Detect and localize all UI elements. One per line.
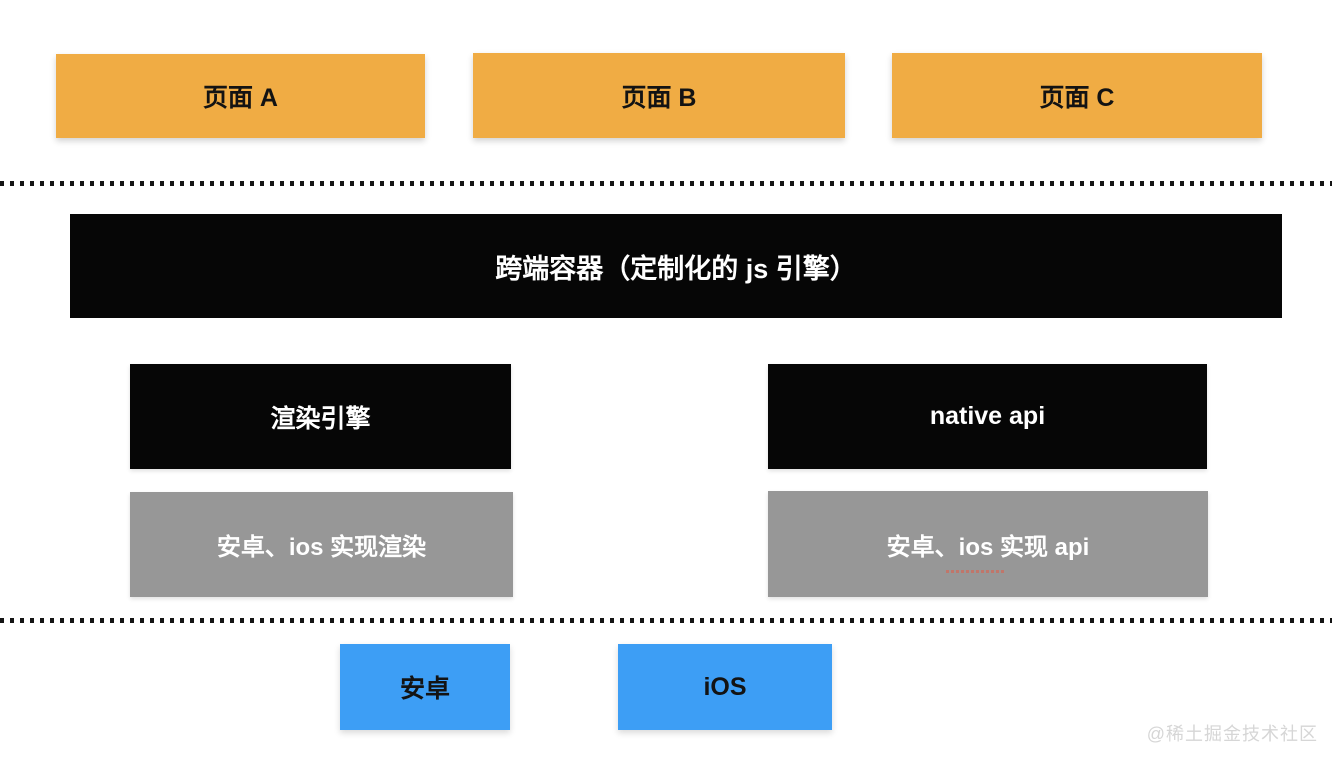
ios-platform-label: iOS <box>703 672 747 701</box>
render-implementation-box: 安卓、ios 实现渲染 <box>130 492 513 597</box>
render-implementation-label: 安卓、ios 实现渲染 <box>216 534 427 561</box>
separator-dotted-line-top <box>0 181 1332 186</box>
page-c-label: 页面 C <box>1039 83 1115 112</box>
ios-platform-box: iOS <box>618 644 832 730</box>
page-b-box: 页面 B <box>473 53 845 138</box>
native-api-box: native api <box>768 364 1207 469</box>
separator-dotted-line-bottom <box>0 618 1332 623</box>
spellcheck-underline <box>946 570 1004 573</box>
page-c-box: 页面 C <box>892 53 1262 138</box>
api-implementation-label: 安卓、ios 实现 api <box>886 533 1090 561</box>
cross-platform-container-box: 跨端容器（定制化的 js 引擎） <box>70 214 1282 318</box>
api-implementation-box: 安卓、ios 实现 api <box>768 491 1208 597</box>
cross-platform-container-label: 跨端容器（定制化的 js 引擎） <box>495 253 857 284</box>
native-api-label: native api <box>929 402 1046 430</box>
watermark: @稀土掘金技术社区 <box>1146 724 1318 744</box>
page-a-label: 页面 A <box>202 84 278 112</box>
render-engine-label: 渲染引擎 <box>270 404 371 433</box>
android-platform-box: 安卓 <box>340 644 510 730</box>
android-platform-label: 安卓 <box>399 675 450 703</box>
render-engine-box: 渲染引擎 <box>130 364 511 469</box>
page-a-box: 页面 A <box>56 54 425 138</box>
page-b-label: 页面 B <box>621 83 697 112</box>
